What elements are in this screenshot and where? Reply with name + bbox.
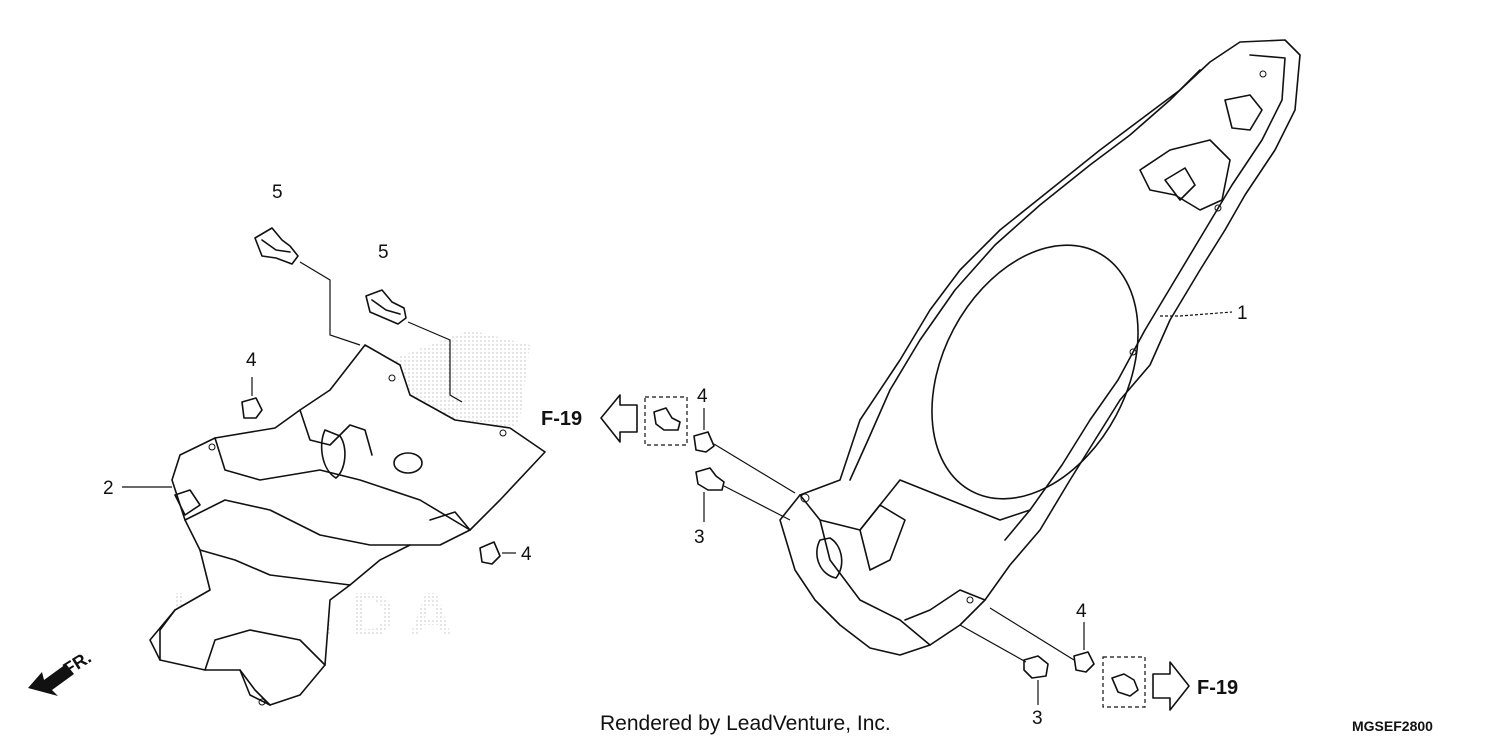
leader-5-lower <box>407 321 463 403</box>
bolt-3-right <box>1023 655 1049 679</box>
callout-4-upper: 4 <box>246 350 257 371</box>
clip-nut-4-upper <box>241 397 263 419</box>
callout-1: 1 <box>1237 303 1248 324</box>
leader-1 <box>1160 311 1233 317</box>
callout-5-lower: 5 <box>378 242 389 263</box>
ref-label-right: F-19 <box>1197 677 1238 699</box>
callout-4-right: 4 <box>1076 601 1087 622</box>
clip-nut-4-center <box>693 431 715 453</box>
front-direction-arrow: FR. <box>28 647 95 696</box>
leader-4-center-diag <box>713 443 796 494</box>
diagram-code: MGSEF2800 <box>1352 718 1433 734</box>
credit-text: Rendered by LeadVenture, Inc. <box>600 712 891 735</box>
leader-3-center-diag <box>723 485 791 521</box>
callout-5-top: 5 <box>272 182 283 203</box>
rivet-5-top <box>254 227 299 265</box>
leader-5-top <box>299 261 361 346</box>
leader-3-right-diag <box>959 624 1027 663</box>
clip-nut-4-right <box>1073 651 1095 673</box>
callout-4-center: 4 <box>697 386 708 407</box>
callout-3-center: 3 <box>694 527 705 548</box>
leader-4-right-diag <box>989 607 1075 661</box>
callout-2: 2 <box>103 478 114 499</box>
rear-fender-part-1 <box>779 39 1301 656</box>
rivet-5-lower <box>365 289 407 325</box>
ref-label-left: F-19 <box>541 408 582 430</box>
clip-nut-4-side <box>479 541 501 565</box>
ref-bolt-box-left <box>644 396 688 446</box>
bolt-3-center <box>695 467 725 491</box>
ref-arrow-right: F-19 <box>1152 661 1238 711</box>
ref-bolt-box-right <box>1102 656 1146 708</box>
ref-arrow-left: F-19 <box>541 394 638 443</box>
callout-4-side: 4 <box>521 544 532 565</box>
callout-3-right: 3 <box>1032 708 1043 729</box>
inner-fender-part-2 <box>149 344 546 706</box>
